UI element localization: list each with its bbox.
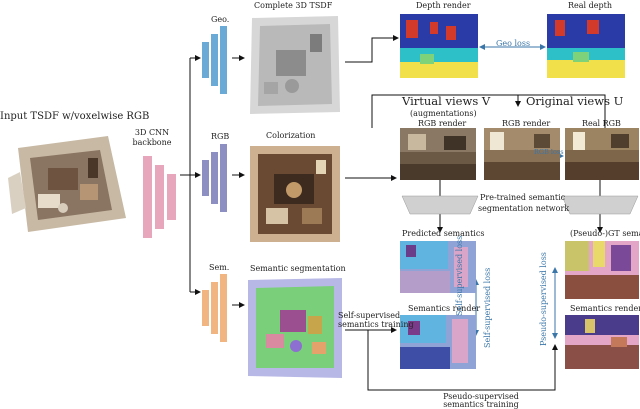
input-label: Input TSDF w/voxelwise RGB	[0, 111, 150, 122]
rgb-layer-2	[211, 152, 218, 204]
sem-layer-1	[202, 290, 209, 326]
self-supervised-loss-label-2: Self-supervised loss	[483, 267, 492, 348]
augmentations-label: (augmentations)	[410, 109, 477, 118]
real-rgb-image	[565, 128, 639, 180]
self-supervised-training-label-1: Self-supervised	[338, 311, 401, 320]
geo-head-label: Geo.	[211, 15, 230, 24]
self-supervised-loss-label: Self-supervised loss	[455, 235, 464, 316]
sem-layer-2	[211, 282, 218, 334]
predicted-semantics-label: Predicted semantics	[402, 229, 485, 238]
tsdf-to-depth-arrow	[345, 35, 399, 63]
semantics-render-u-label: Semantics render	[570, 304, 640, 313]
input-tsdf-image	[8, 128, 128, 238]
geo-layer-3	[220, 26, 227, 94]
semantic-segmentation-label: Semantic segmentation	[250, 264, 346, 273]
sem-layer-3	[220, 274, 227, 342]
real-rgb-label: Real RGB	[582, 119, 621, 128]
rgb-layer-3	[220, 144, 227, 212]
colorization-label: Colorization	[266, 131, 316, 140]
rgb-render-v-image	[400, 128, 476, 180]
rgb-head-label: RGB	[211, 132, 230, 141]
complete-tsdf-image	[246, 12, 344, 118]
rgb-render-u-image	[484, 128, 560, 180]
backbone-layer-3	[167, 174, 176, 220]
backbone-label-2: backbone	[132, 138, 172, 147]
real-depth-image	[547, 14, 625, 78]
geo-layer-2	[211, 34, 218, 86]
pretrained-label-1: Pre-trained semantic	[480, 193, 566, 202]
self-supervised-training-label-2: semantics training	[338, 320, 414, 329]
real-depth-label: Real depth	[568, 1, 612, 10]
geo-loss-label: Geo loss	[496, 39, 531, 48]
rgb-render-u-label: RGB render	[502, 119, 551, 128]
sem-head-label: Sem.	[209, 263, 230, 272]
backbone-layer-1	[143, 156, 152, 238]
semantic-segmentation-image	[246, 276, 344, 380]
rgb-loss-label: RGB loss	[534, 148, 564, 156]
backbone-layer-2	[155, 165, 164, 229]
pseudo-gt-semantics-label: (Pseudo-)GT semantics	[570, 229, 640, 238]
pseudo-gt-semantics-image	[565, 241, 639, 299]
pretrained-label-2: segmentation network	[478, 204, 570, 213]
semantics-render-v-label: Semantics render	[408, 304, 481, 313]
pseudo-supervised-loss-label: Pseudo-supervised loss	[539, 252, 548, 346]
virtual-views-label: Virtual views V	[402, 94, 491, 108]
colorization-image	[246, 142, 344, 246]
pseudo-supervised-arrow	[367, 330, 558, 391]
original-views-label: Original views U	[526, 94, 624, 108]
depth-render-label: Depth render	[416, 1, 471, 10]
complete-tsdf-label: Complete 3D TSDF	[254, 1, 333, 10]
pseudo-supervised-training-label-2: semantics training	[443, 400, 519, 409]
depth-render-image	[400, 14, 478, 78]
predicted-semantics-image	[400, 241, 476, 293]
pseudo-supervised-training-label-1: Pseudo-supervised	[443, 392, 519, 401]
rgb-layer-1	[202, 160, 209, 196]
backbone-label-1: 3D CNN	[134, 128, 170, 137]
semantics-render-v-image	[400, 315, 476, 369]
geo-layer-1	[202, 42, 209, 78]
semantics-render-u-image	[565, 315, 639, 369]
views-bracket	[371, 94, 606, 128]
rgb-render-v-label: RGB render	[418, 119, 467, 128]
